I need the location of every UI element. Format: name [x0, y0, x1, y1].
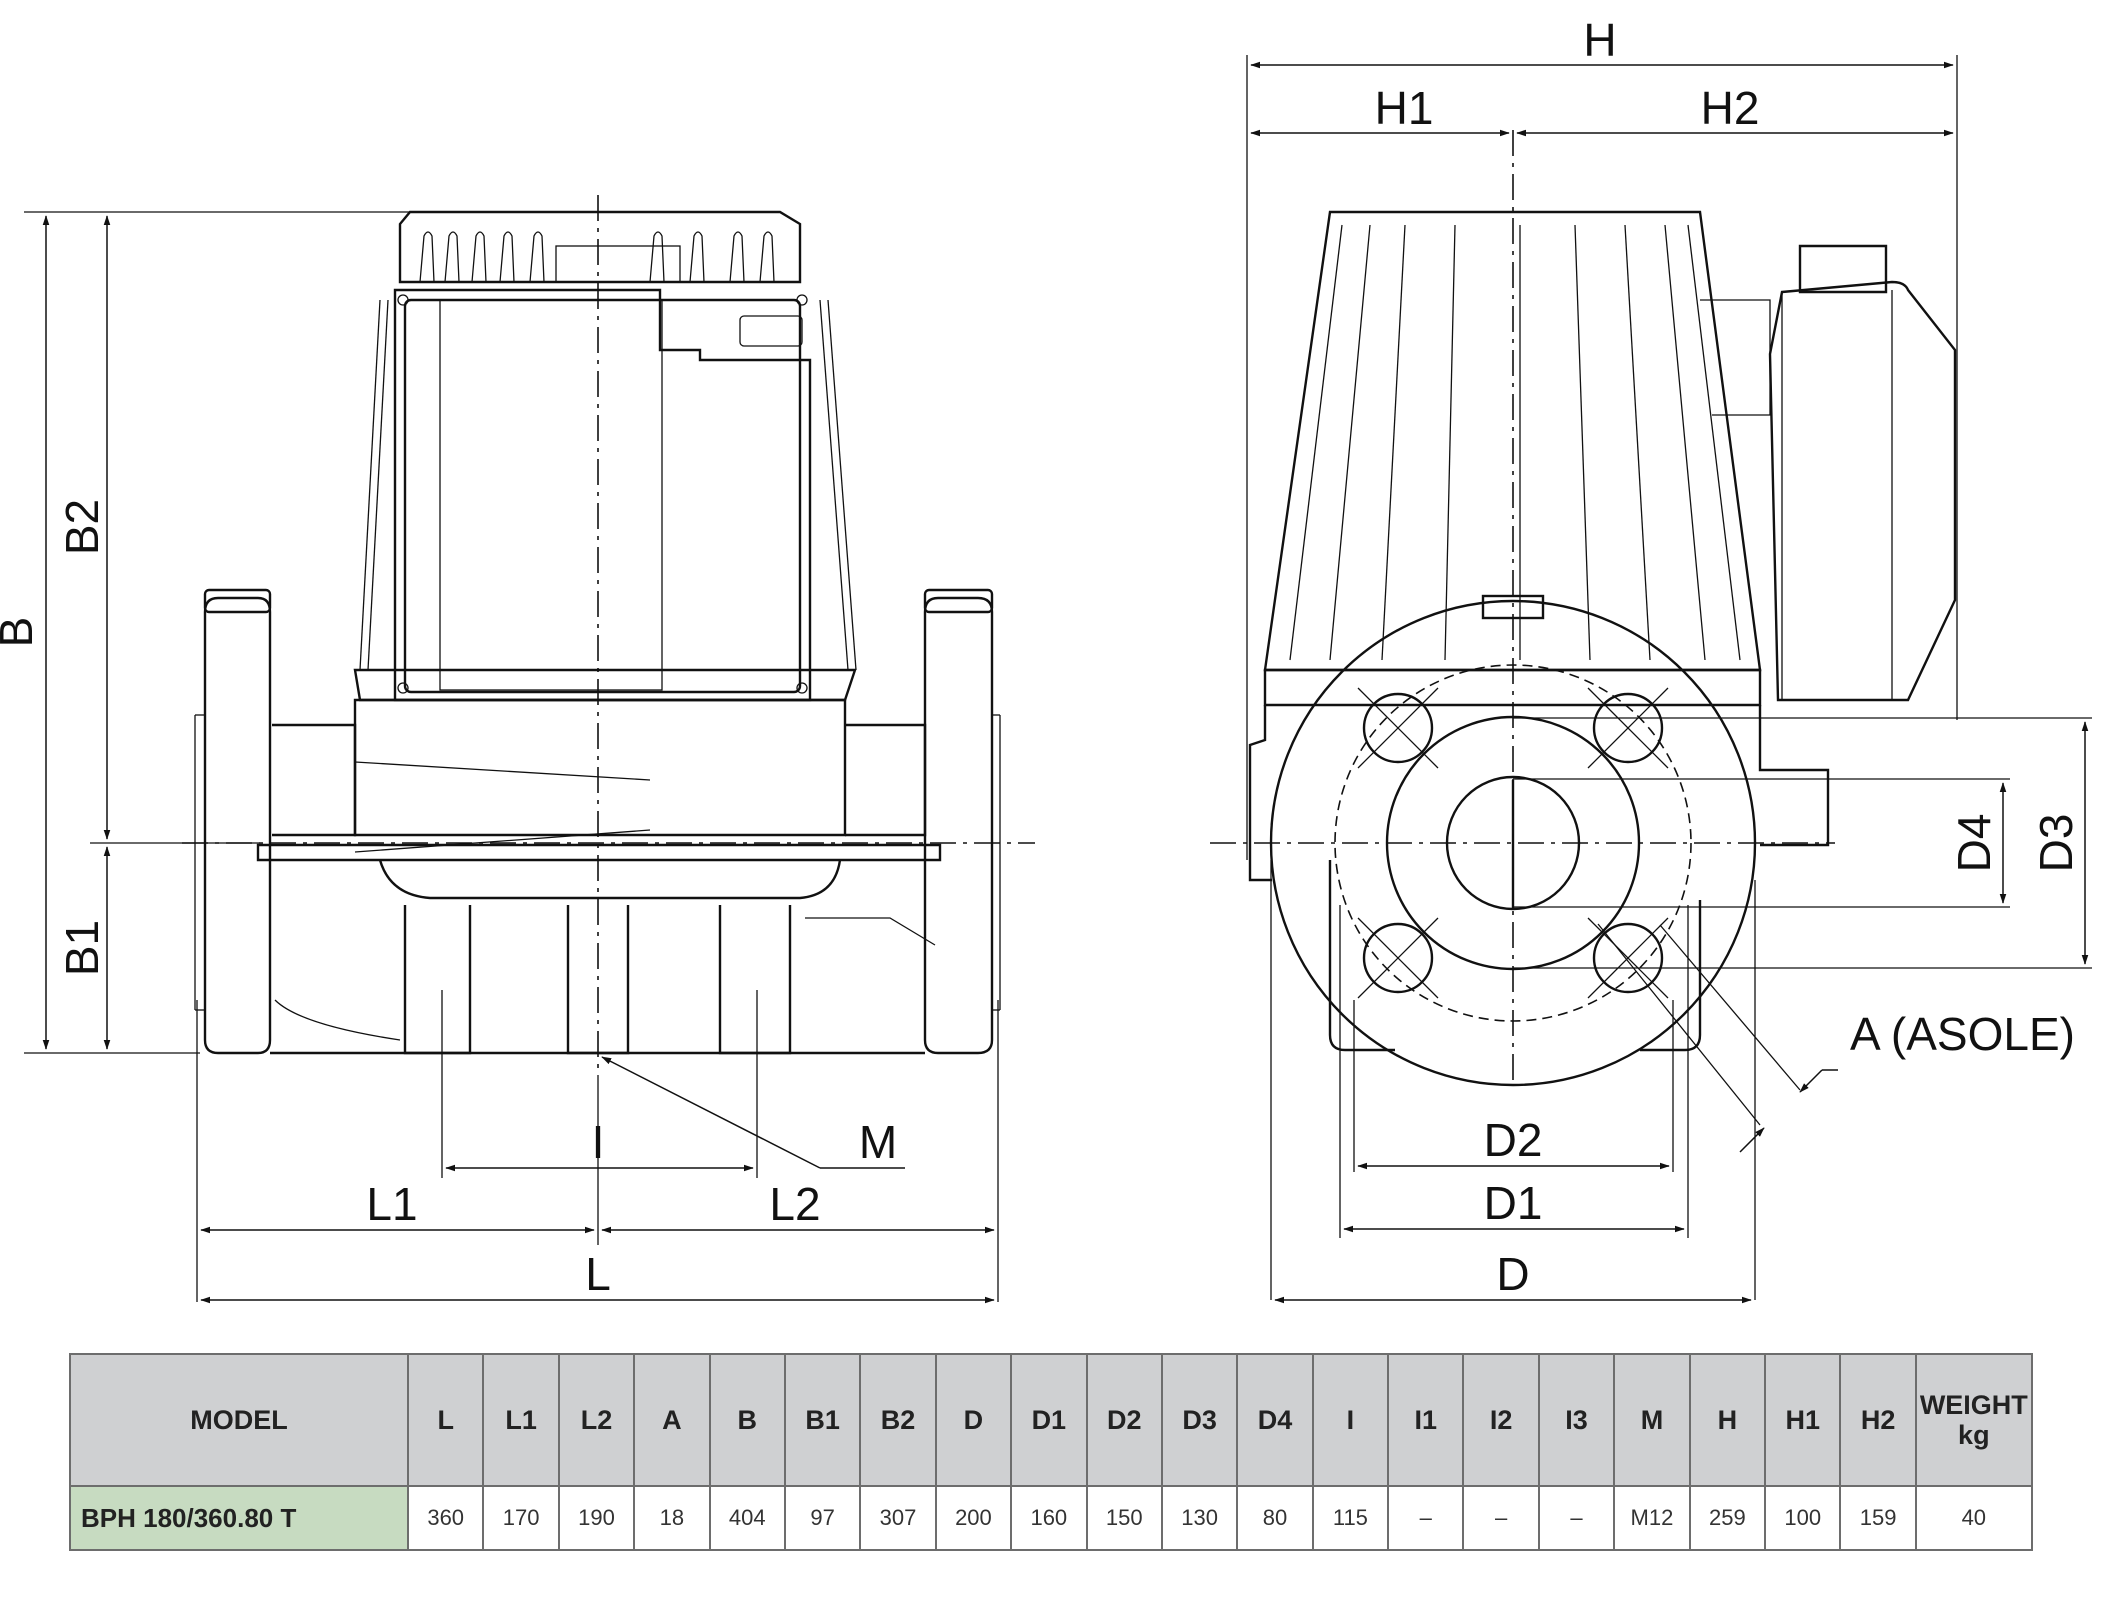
table-cell: 307	[859, 1485, 937, 1551]
table-header: D	[934, 1353, 1013, 1487]
table-header: D2	[1085, 1353, 1163, 1487]
table-cell: 404	[708, 1485, 786, 1551]
table-header: L2	[557, 1353, 636, 1487]
weight-label: WEIGHT	[1919, 1390, 2028, 1420]
table-header: I	[1311, 1353, 1390, 1487]
specification-table: MODEL L L1 L2 A B B1 B2 D D1 D2 D3 D4 I …	[69, 1353, 2033, 1551]
table-cell: 159	[1839, 1485, 1917, 1551]
table-cell: 200	[934, 1485, 1013, 1551]
table-cell: 18	[633, 1485, 711, 1551]
weight-unit: kg	[1958, 1420, 1990, 1450]
table-cell: –	[1537, 1485, 1616, 1551]
table-cell: 130	[1160, 1485, 1239, 1551]
table-cell: 170	[482, 1485, 560, 1551]
label-b: B	[0, 617, 42, 648]
table-header-row: MODEL L L1 L2 A B B1 B2 D D1 D2 D3 D4 I …	[69, 1353, 2033, 1487]
table-header: A	[633, 1353, 711, 1487]
table-header: B2	[859, 1353, 937, 1487]
label-l: L	[585, 1248, 611, 1300]
label-l1: L1	[366, 1178, 417, 1230]
label-l2: L2	[769, 1178, 820, 1230]
table-cell: 150	[1085, 1485, 1163, 1551]
table-cell: 259	[1688, 1485, 1767, 1551]
table-row: BPH 180/360.80 T 360 170 190 18 404 97 3…	[69, 1485, 2033, 1551]
label-h1: H1	[1375, 82, 1434, 134]
table-cell: –	[1387, 1485, 1465, 1551]
label-d1: D1	[1484, 1177, 1543, 1229]
table-header: D4	[1236, 1353, 1314, 1487]
table-header: MODEL	[69, 1353, 409, 1487]
table-cell-model: BPH 180/360.80 T	[69, 1485, 409, 1551]
table-header: H1	[1764, 1353, 1842, 1487]
table-header: I3	[1537, 1353, 1616, 1487]
table-header: D3	[1160, 1353, 1239, 1487]
table-header: H	[1688, 1353, 1767, 1487]
table-cell: 360	[406, 1485, 485, 1551]
table-cell: 115	[1311, 1485, 1390, 1551]
table-header: L	[406, 1353, 485, 1487]
table-header: B	[708, 1353, 786, 1487]
label-d3: D3	[2030, 814, 2082, 873]
table-cell: 97	[783, 1485, 862, 1551]
label-h2: H2	[1701, 82, 1760, 134]
table-cell: 80	[1236, 1485, 1314, 1551]
table-cell: M12	[1613, 1485, 1691, 1551]
label-h: H	[1583, 14, 1616, 66]
label-d: D	[1496, 1248, 1529, 1300]
front-view: B B2 B1 I M L1 L2 L	[0, 195, 1035, 1304]
table-header: I1	[1387, 1353, 1465, 1487]
label-d4: D4	[1948, 814, 2000, 873]
label-i: I	[592, 1116, 605, 1168]
table-cell: 190	[557, 1485, 636, 1551]
table-cell: 160	[1010, 1485, 1088, 1551]
side-view: H H1 H2 D3 D4 A (ASOLE) D2 D1 D	[1210, 14, 2092, 1304]
label-a-asole: A (ASOLE)	[1850, 1008, 2075, 1060]
table-header: B1	[783, 1353, 862, 1487]
label-m: M	[859, 1116, 897, 1168]
label-d2: D2	[1484, 1114, 1543, 1166]
table-header: M	[1613, 1353, 1691, 1487]
table-cell: 40	[1914, 1485, 2033, 1551]
table-cell: 100	[1764, 1485, 1842, 1551]
label-b1: B1	[56, 920, 108, 976]
table-header: H2	[1839, 1353, 1917, 1487]
label-b2: B2	[56, 499, 108, 555]
table-header: I2	[1462, 1353, 1540, 1487]
bolt-slots	[1357, 687, 1669, 999]
table-header: D1	[1010, 1353, 1088, 1487]
table-cell: –	[1462, 1485, 1540, 1551]
technical-drawing: B B2 B1 I M L1 L2 L	[0, 14, 2092, 1304]
table-header: L1	[482, 1353, 560, 1487]
